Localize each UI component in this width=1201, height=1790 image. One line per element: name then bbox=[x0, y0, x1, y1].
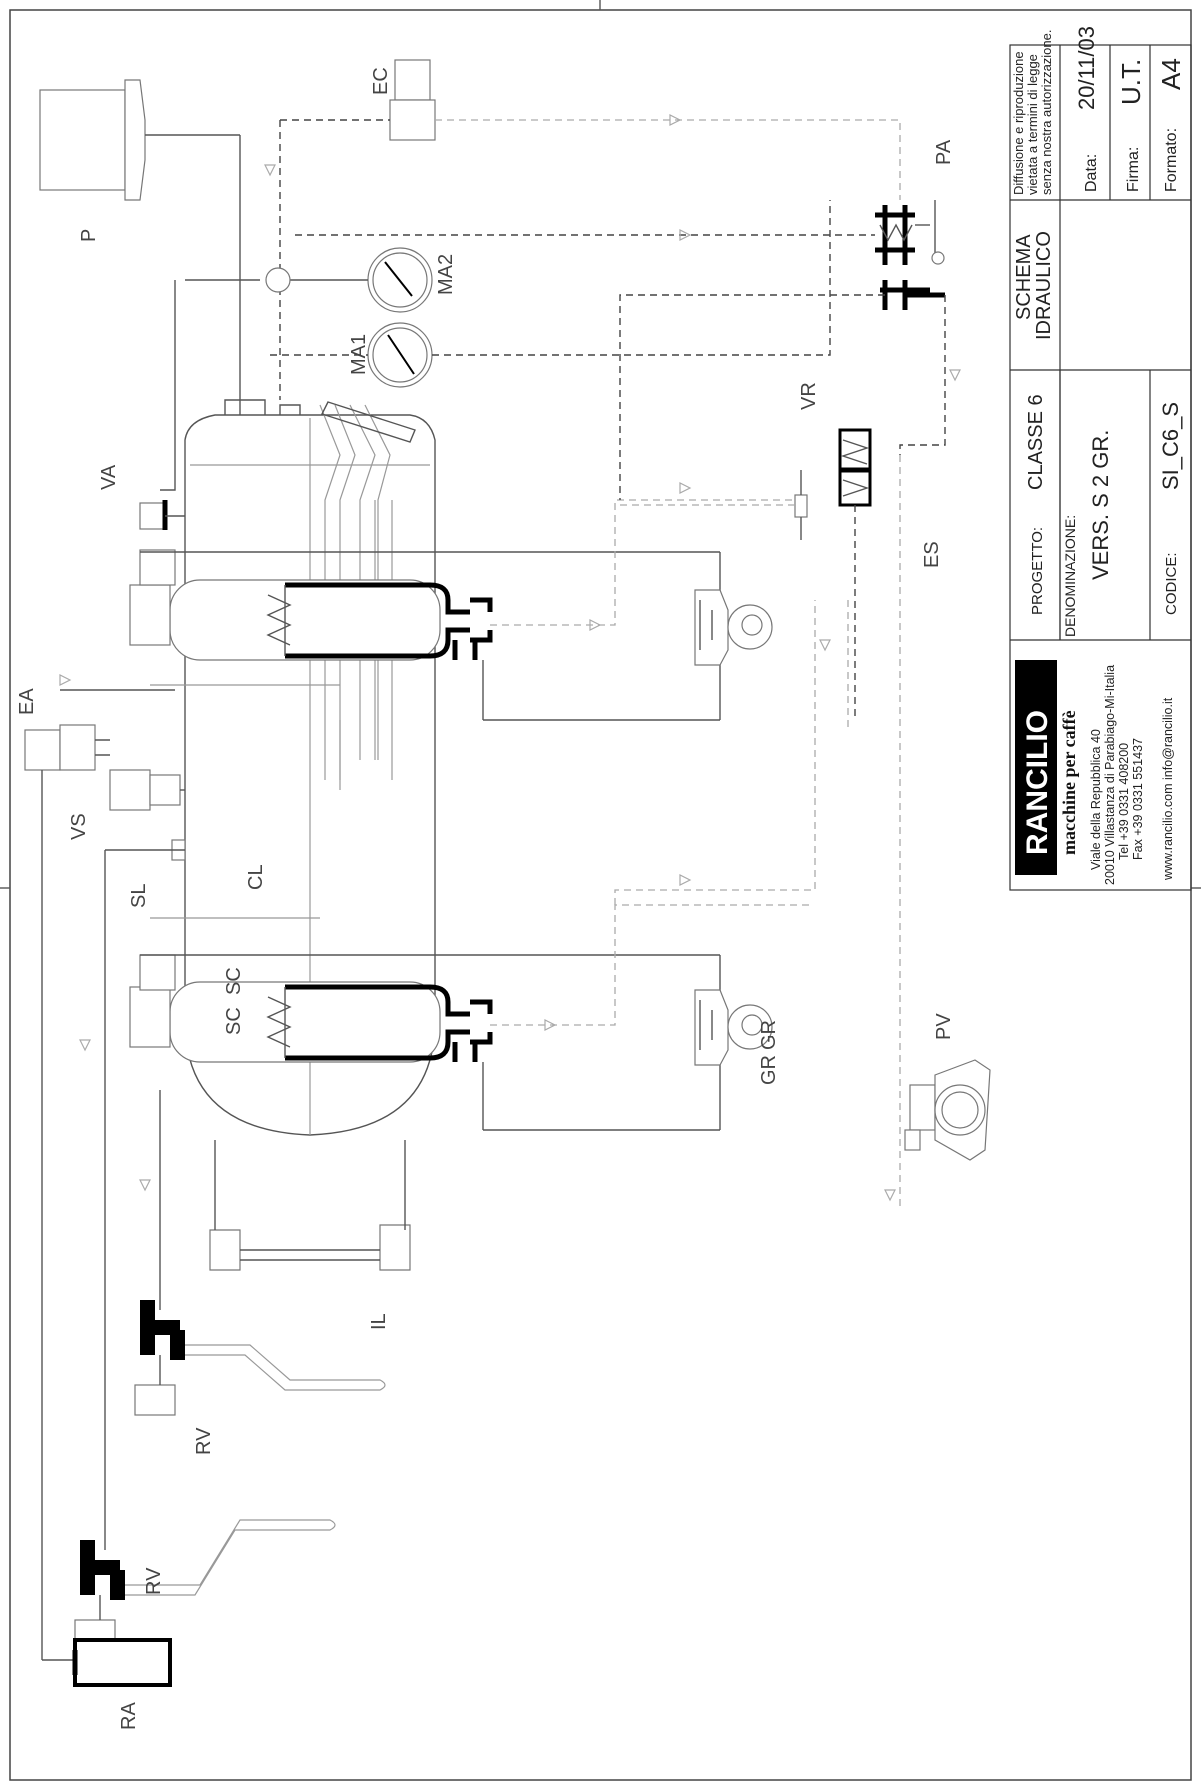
label-sc-2: SC bbox=[223, 967, 245, 995]
label-cl: CL bbox=[245, 864, 267, 890]
label-pv: PV bbox=[933, 1013, 955, 1040]
rancilio-logo: RANCILIO macchine per caffè bbox=[1015, 660, 1079, 875]
pump-pv bbox=[904, 1059, 991, 1161]
label-es: ES bbox=[921, 541, 943, 568]
notice-line-3: senza nostra autorizzazione. bbox=[1039, 30, 1054, 195]
component-ra bbox=[72, 1638, 172, 1687]
progetto-label: PROGETTO: bbox=[1029, 527, 1046, 615]
flow-arrows bbox=[59, 114, 961, 1202]
notice-line-1: Diffusione e riproduzione bbox=[1011, 51, 1026, 195]
solenoid-ec bbox=[279, 59, 901, 400]
label-il: IL bbox=[368, 1313, 390, 1330]
brand-tagline: macchine per caffè bbox=[1059, 710, 1079, 855]
label-rv-2: RV bbox=[143, 1567, 165, 1595]
label-ma1: MA1 bbox=[348, 334, 370, 375]
schema-title-1: SCHEMA bbox=[1013, 234, 1035, 320]
firma-value: U.T. bbox=[1116, 59, 1146, 105]
address-line-1: Viale della Repubblica 40 bbox=[1089, 729, 1103, 870]
valve-va bbox=[139, 500, 185, 530]
component-labels: P EC PA MA2 MA1 VA VR ES EA VS CL SL SC … bbox=[16, 67, 955, 1730]
label-ea: EA bbox=[16, 688, 38, 715]
codice-label: CODICE: bbox=[1163, 552, 1180, 615]
label-gr-2: GR bbox=[758, 1020, 780, 1050]
label-vs: VS bbox=[68, 813, 90, 840]
label-va: VA bbox=[98, 464, 120, 490]
tap-rv-1 bbox=[134, 1090, 386, 1416]
safety-valve-vs bbox=[109, 769, 186, 861]
label-rv-1: RV bbox=[193, 1427, 215, 1455]
heater-il bbox=[209, 1140, 411, 1271]
level-lines bbox=[150, 684, 341, 919]
gauge-ma1 bbox=[270, 200, 831, 388]
address-line-2: 20010 Villastanza di Parabiago-Mi-Italia bbox=[1103, 665, 1117, 885]
denominazione-value: VERS. S 2 GR. bbox=[1088, 430, 1113, 580]
pressurestat-pa bbox=[295, 200, 946, 500]
label-gr-1: GR bbox=[758, 1055, 780, 1085]
denominazione-label: DENOMINAZIONE: bbox=[1062, 515, 1078, 637]
address-line-4: Fax +39 0331 551437 bbox=[1131, 738, 1145, 860]
brand-name: RANCILIO bbox=[1021, 710, 1054, 855]
address-line-3: Tel +39 0331 408200 bbox=[1117, 743, 1131, 860]
firma-label: Firma: bbox=[1125, 147, 1142, 192]
formato-value: A4 bbox=[1156, 58, 1186, 90]
codice-value: SI_C6_S bbox=[1158, 402, 1183, 490]
label-vr: VR bbox=[798, 382, 820, 410]
label-pa: PA bbox=[933, 139, 955, 165]
data-value: 20/11/03 bbox=[1074, 26, 1099, 110]
data-label: Data: bbox=[1083, 154, 1100, 192]
formato-label: Formato: bbox=[1163, 128, 1180, 192]
label-ma2: MA2 bbox=[435, 254, 457, 295]
group-head-2 bbox=[129, 904, 810, 1131]
gauge-ma2 bbox=[160, 247, 433, 491]
label-ra: RA bbox=[118, 1702, 140, 1730]
label-ec: EC bbox=[370, 67, 392, 95]
address-line-5: www.rancilio.com info@rancilio.it bbox=[1161, 697, 1175, 881]
group-head-1 bbox=[129, 499, 800, 721]
label-sl: SL bbox=[128, 884, 150, 908]
title-block: Diffusione e riproduzione vietata a term… bbox=[1009, 26, 1192, 891]
label-p: P bbox=[78, 229, 100, 242]
pump-p bbox=[39, 79, 241, 415]
label-sc-1: SC bbox=[223, 1007, 245, 1035]
valve-vr bbox=[615, 428, 872, 720]
schema-title-2: IDRAULICO bbox=[1033, 231, 1055, 340]
solenoid-ea bbox=[24, 689, 175, 1661]
progetto-value: CLASSE 6 bbox=[1025, 394, 1047, 490]
water-feed-line bbox=[614, 455, 901, 1210]
notice-line-2: vietata a termini di legge bbox=[1025, 54, 1040, 195]
